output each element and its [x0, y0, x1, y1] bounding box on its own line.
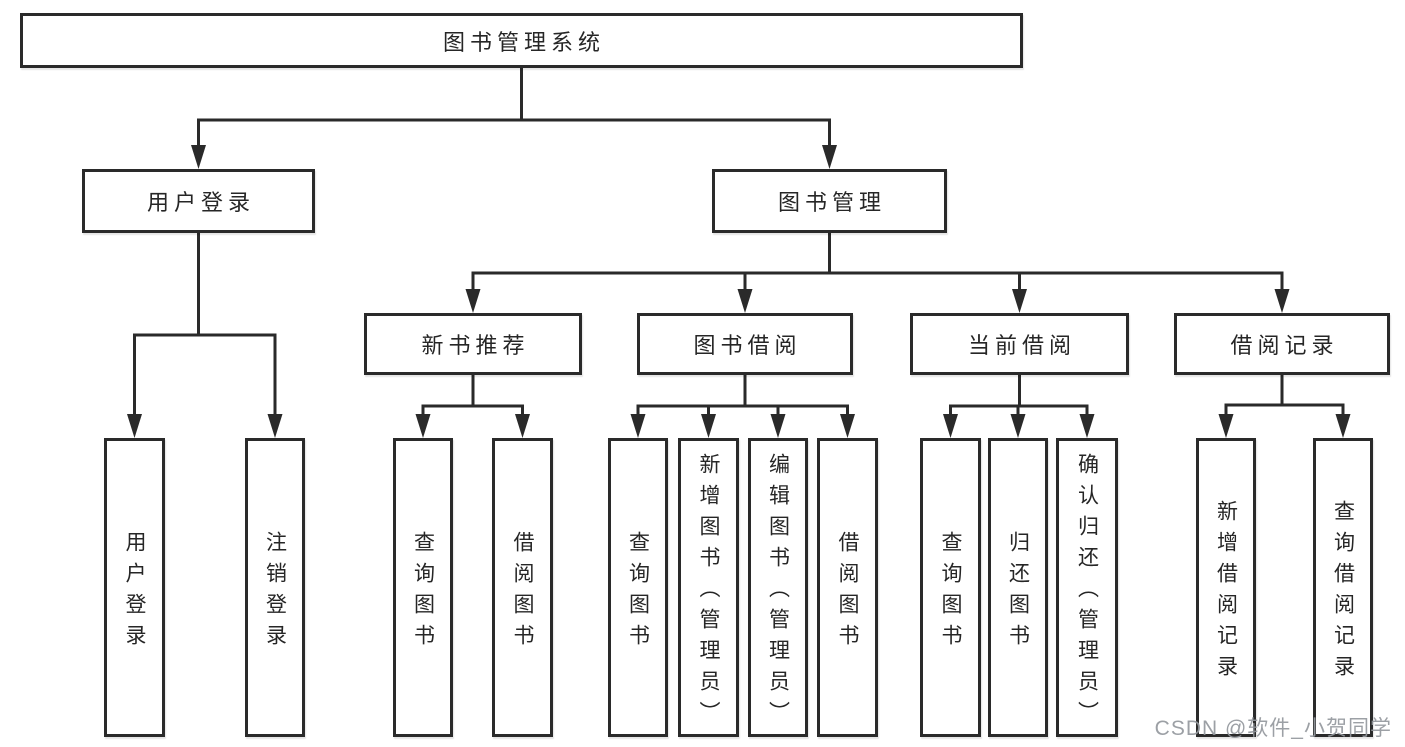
node-label: 用户登录 — [146, 190, 255, 215]
leaf-query-borrow-record: 查询借阅记录 — [1313, 438, 1373, 737]
node-book-borrowing: 图书借阅 — [637, 313, 853, 375]
leaf-add-book-admin: 新增图书（管理员） — [678, 438, 739, 737]
node-label: 用户登录 — [123, 530, 146, 655]
leaf-borrow-books-borrowing: 借阅图书 — [817, 438, 878, 737]
leaf-query-books-borrowing: 查询图书 — [608, 438, 668, 737]
node-label: 查询图书 — [411, 530, 435, 655]
node-borrowing-records: 借阅记录 — [1174, 313, 1390, 375]
node-label: 新增借阅记录 — [1214, 499, 1238, 686]
node-label: 查询借阅记录 — [1331, 499, 1355, 686]
node-label: 图书借阅 — [693, 333, 802, 358]
leaf-query-books-recommend: 查询图书 — [393, 438, 453, 737]
node-current-borrowing: 当前借阅 — [910, 313, 1129, 375]
node-label: 新书推荐 — [421, 333, 530, 358]
node-library-management-system: 图书管理系统 — [20, 13, 1023, 68]
leaf-logout: 注销登录 — [245, 438, 305, 737]
node-label: 新增图书（管理员） — [697, 453, 720, 732]
node-label: 注销登录 — [263, 530, 287, 655]
node-book-management: 图书管理 — [712, 169, 947, 233]
node-label: 图书管理 — [777, 190, 886, 215]
leaf-add-borrow-record: 新增借阅记录 — [1196, 438, 1256, 737]
csdn-watermark: CSDN @软件_小贺同学 — [1154, 717, 1392, 740]
node-label: 确认归还（管理员） — [1075, 453, 1099, 732]
node-label: 当前借阅 — [967, 333, 1076, 358]
node-label: 借阅图书 — [511, 530, 534, 655]
leaf-return-books: 归还图书 — [988, 438, 1048, 737]
leaf-edit-book-admin: 编辑图书（管理员） — [748, 438, 808, 737]
node-user-login: 用户登录 — [82, 169, 315, 233]
node-label: 查询图书 — [939, 530, 962, 655]
node-label: 借阅图书 — [836, 530, 859, 655]
leaf-user-login: 用户登录 — [104, 438, 165, 737]
node-label: 图书管理系统 — [442, 29, 605, 55]
node-label: 归还图书 — [1006, 530, 1030, 655]
node-label: 借阅记录 — [1230, 333, 1339, 358]
node-label: 查询图书 — [626, 530, 650, 655]
node-new-book-recommendation: 新书推荐 — [364, 313, 582, 375]
leaf-confirm-return-admin: 确认归还（管理员） — [1056, 438, 1118, 737]
node-label: 编辑图书（管理员） — [766, 453, 790, 732]
leaf-borrow-books-recommend: 借阅图书 — [492, 438, 553, 737]
leaf-query-books-current: 查询图书 — [920, 438, 981, 737]
